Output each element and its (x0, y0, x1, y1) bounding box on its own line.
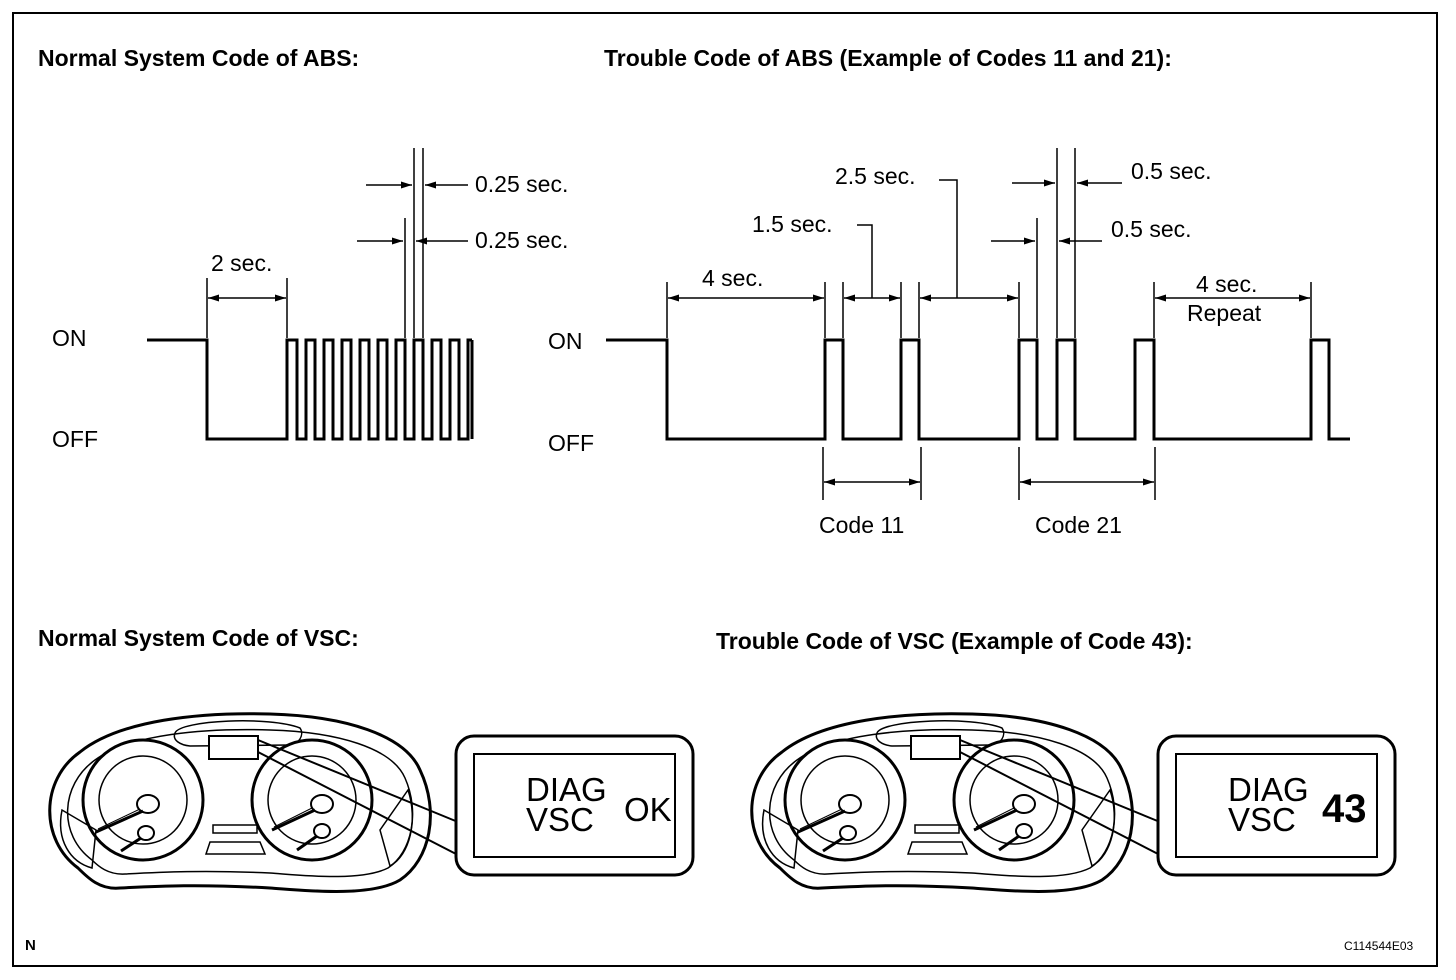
abs-normal-quarter-sec-label-b: 0.25 sec. (475, 227, 568, 253)
abs-trouble-half-sec-label-b: 0.5 sec. (1111, 216, 1192, 242)
abs-trouble-half-sec-dimensions: 0.5 sec. 0.5 sec. (991, 148, 1212, 338)
abs-normal-on-label: ON (52, 325, 87, 351)
abs-trouble-repeat-label: Repeat (1187, 300, 1262, 326)
abs-trouble-on-label: ON (548, 328, 583, 354)
abs-trouble-code21-label: Code 21 (1035, 512, 1122, 538)
abs-trouble-4sec-label: 4 sec. (702, 265, 763, 291)
abs-trouble-2-5sec-dimension: 2.5 sec. (835, 163, 1020, 338)
abs-trouble-repeat-dimension: 4 sec. Repeat (1153, 271, 1312, 338)
vsc-normal-display-callout (454, 734, 695, 877)
heading-abs-normal: Normal System Code of ABS: (38, 45, 360, 71)
figure-border (12, 12, 1438, 967)
abs-normal-quarter-sec-dimensions: 0.25 sec. 0.25 sec. (357, 148, 568, 338)
cluster-outer-housing (48, 712, 432, 893)
vsc-normal-cluster: DIAG VSC OK (48, 712, 695, 893)
heading-abs-trouble: Trouble Code of ABS (Example of Codes 11… (604, 45, 1172, 71)
abs-trouble-off-label: OFF (548, 430, 594, 456)
abs-normal-2sec-label: 2 sec. (211, 250, 272, 276)
abs-trouble-1-5sec-label: 1.5 sec. (752, 211, 833, 237)
vsc-normal-vsc-text: VSC (526, 801, 594, 838)
abs-trouble-2-5sec-label: 2.5 sec. (835, 163, 916, 189)
abs-trouble-chart: ON OFF 4 sec. 1.5 sec. (548, 148, 1350, 538)
abs-trouble-code21-dimension: Code 21 (1018, 447, 1156, 538)
abs-trouble-1-5sec-dimension: 1.5 sec. (752, 211, 902, 338)
vsc-trouble-diag-text: DIAG (1228, 771, 1309, 808)
heading-vsc-normal: Normal System Code of VSC: (38, 625, 359, 651)
vsc-normal-diag-text: DIAG (526, 771, 607, 808)
figure-code: C114544E03 (1344, 939, 1413, 953)
abs-trouble-repeat-4sec-label: 4 sec. (1196, 271, 1257, 297)
vsc-trouble-display-callout (1156, 734, 1397, 877)
abs-normal-2sec-dimension: 2 sec. (206, 250, 288, 338)
heading-vsc-trouble: Trouble Code of VSC (Example of Code 43)… (716, 628, 1193, 654)
left-gauge (81, 738, 205, 862)
abs-normal-chart: ON OFF 2 sec. 0.25 sec. (52, 148, 568, 452)
vsc-normal-result-text: OK (624, 791, 672, 828)
abs-trouble-code11-label: Code 11 (819, 512, 904, 538)
abs-trouble-waveform (606, 338, 1350, 441)
abs-normal-waveform (147, 338, 472, 441)
vsc-trouble-result-text: 43 (1322, 787, 1367, 831)
abs-normal-off-label: OFF (52, 426, 98, 452)
abs-normal-quarter-sec-label-a: 0.25 sec. (475, 171, 568, 197)
abs-trouble-half-sec-label-a: 0.5 sec. (1131, 158, 1212, 184)
cluster-display-window (208, 735, 259, 760)
vsc-trouble-cluster: DIAG VSC 43 (750, 712, 1397, 893)
abs-trouble-code11-dimension: Code 11 (819, 447, 922, 538)
vsc-trouble-vsc-text: VSC (1228, 801, 1296, 838)
corner-mark-n: N (25, 937, 36, 954)
abs-trouble-4sec-dimension: 4 sec. (666, 265, 826, 338)
